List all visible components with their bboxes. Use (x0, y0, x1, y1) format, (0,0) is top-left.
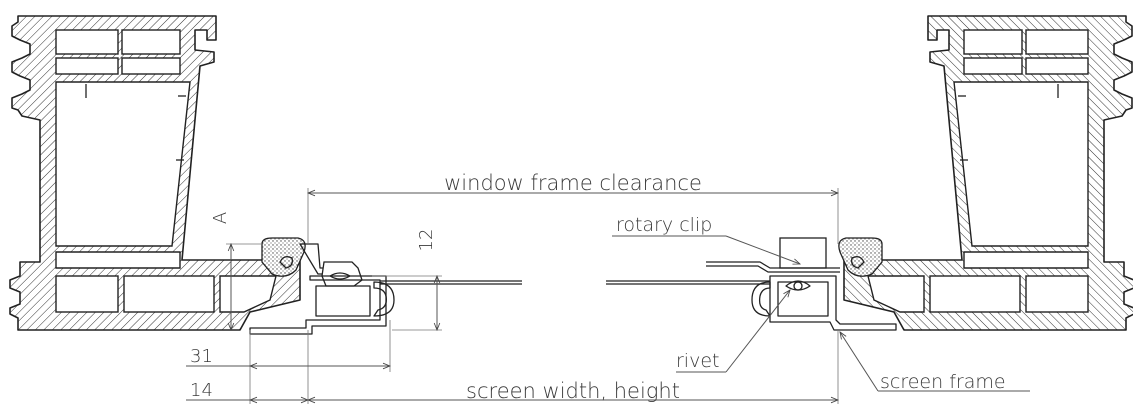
left-screen-frame (249, 243, 522, 335)
left-cavity (121, 29, 181, 55)
rotary-clip-label: rotary clip (616, 214, 712, 236)
rivet-label: rivet (676, 350, 719, 372)
leaders (612, 235, 1030, 392)
clearance-label: window frame clearance (444, 171, 702, 195)
left-lower-chamber (55, 251, 181, 269)
left-clip (321, 261, 363, 287)
rivet-head (793, 281, 803, 291)
left-window-profile (9, 15, 306, 331)
dimension-14-label: 14 (190, 380, 213, 401)
screen-frame-label: screen frame (880, 371, 1006, 393)
dimension-12-label: 12 (416, 229, 437, 252)
right-window-profile (838, 15, 1133, 331)
left-main-chamber (55, 81, 191, 247)
left-cavity (55, 275, 119, 313)
screen-size-label: screen width, height (466, 379, 680, 403)
left-cavity (121, 57, 181, 75)
dimension-31-label: 31 (190, 346, 213, 367)
dimensions (186, 188, 838, 404)
left-cavity (55, 57, 119, 75)
dimension-a-label: A (210, 212, 231, 224)
left-cavity (123, 275, 215, 313)
left-cavity (55, 29, 119, 55)
rotary-clip-body (779, 237, 827, 269)
